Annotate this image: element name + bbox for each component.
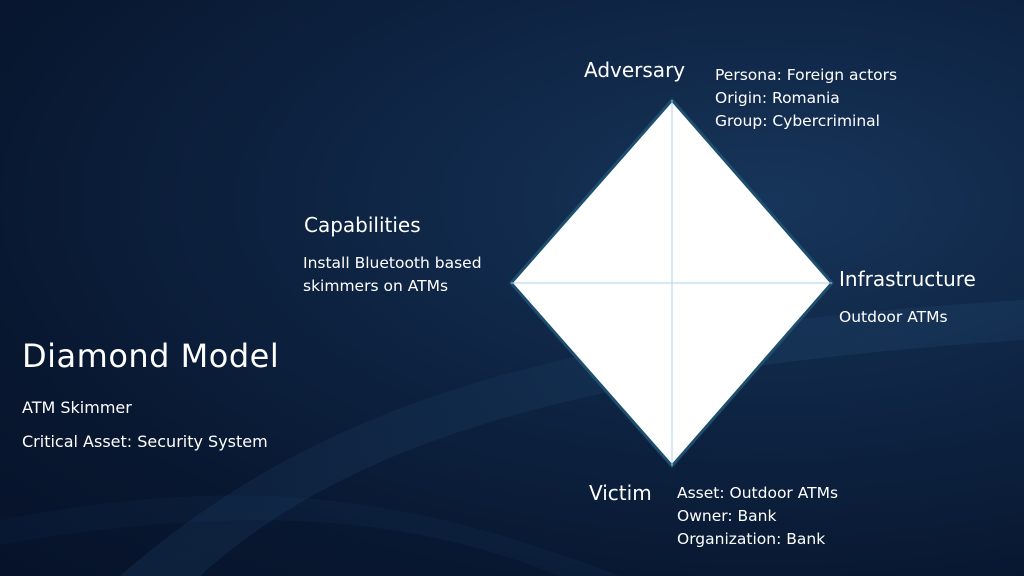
- adversary-persona: Persona: Foreign actors: [715, 66, 898, 84]
- victim-label: Victim: [589, 481, 652, 505]
- capabilities-details: Install Bluetooth based skimmers on ATMs: [303, 252, 482, 298]
- victim-details: Asset: Outdoor ATMs Owner: Bank Organiza…: [677, 482, 838, 551]
- capabilities-label: Capabilities: [304, 213, 421, 237]
- capabilities-line-2: skimmers on ATMs: [303, 277, 449, 295]
- slide-title: Diamond Model: [22, 337, 280, 375]
- capabilities-line-1: Install Bluetooth based: [303, 254, 482, 272]
- victim-organization: Organization: Bank: [677, 530, 826, 548]
- adversary-details: Persona: Foreign actors Origin: Romania …: [715, 64, 897, 133]
- slide-subtitle: ATM Skimmer: [22, 398, 132, 417]
- victim-owner: Owner: Bank: [677, 507, 777, 525]
- infrastructure-details: Outdoor ATMs: [839, 306, 948, 329]
- infrastructure-label: Infrastructure: [839, 267, 976, 291]
- adversary-group: Group: Cybercriminal: [715, 112, 880, 130]
- adversary-origin: Origin: Romania: [715, 89, 840, 107]
- critical-asset-text: Critical Asset: Security System: [22, 432, 268, 451]
- adversary-label: Adversary: [584, 58, 686, 82]
- victim-asset: Asset: Outdoor ATMs: [677, 484, 839, 502]
- infrastructure-line-1: Outdoor ATMs: [839, 308, 948, 326]
